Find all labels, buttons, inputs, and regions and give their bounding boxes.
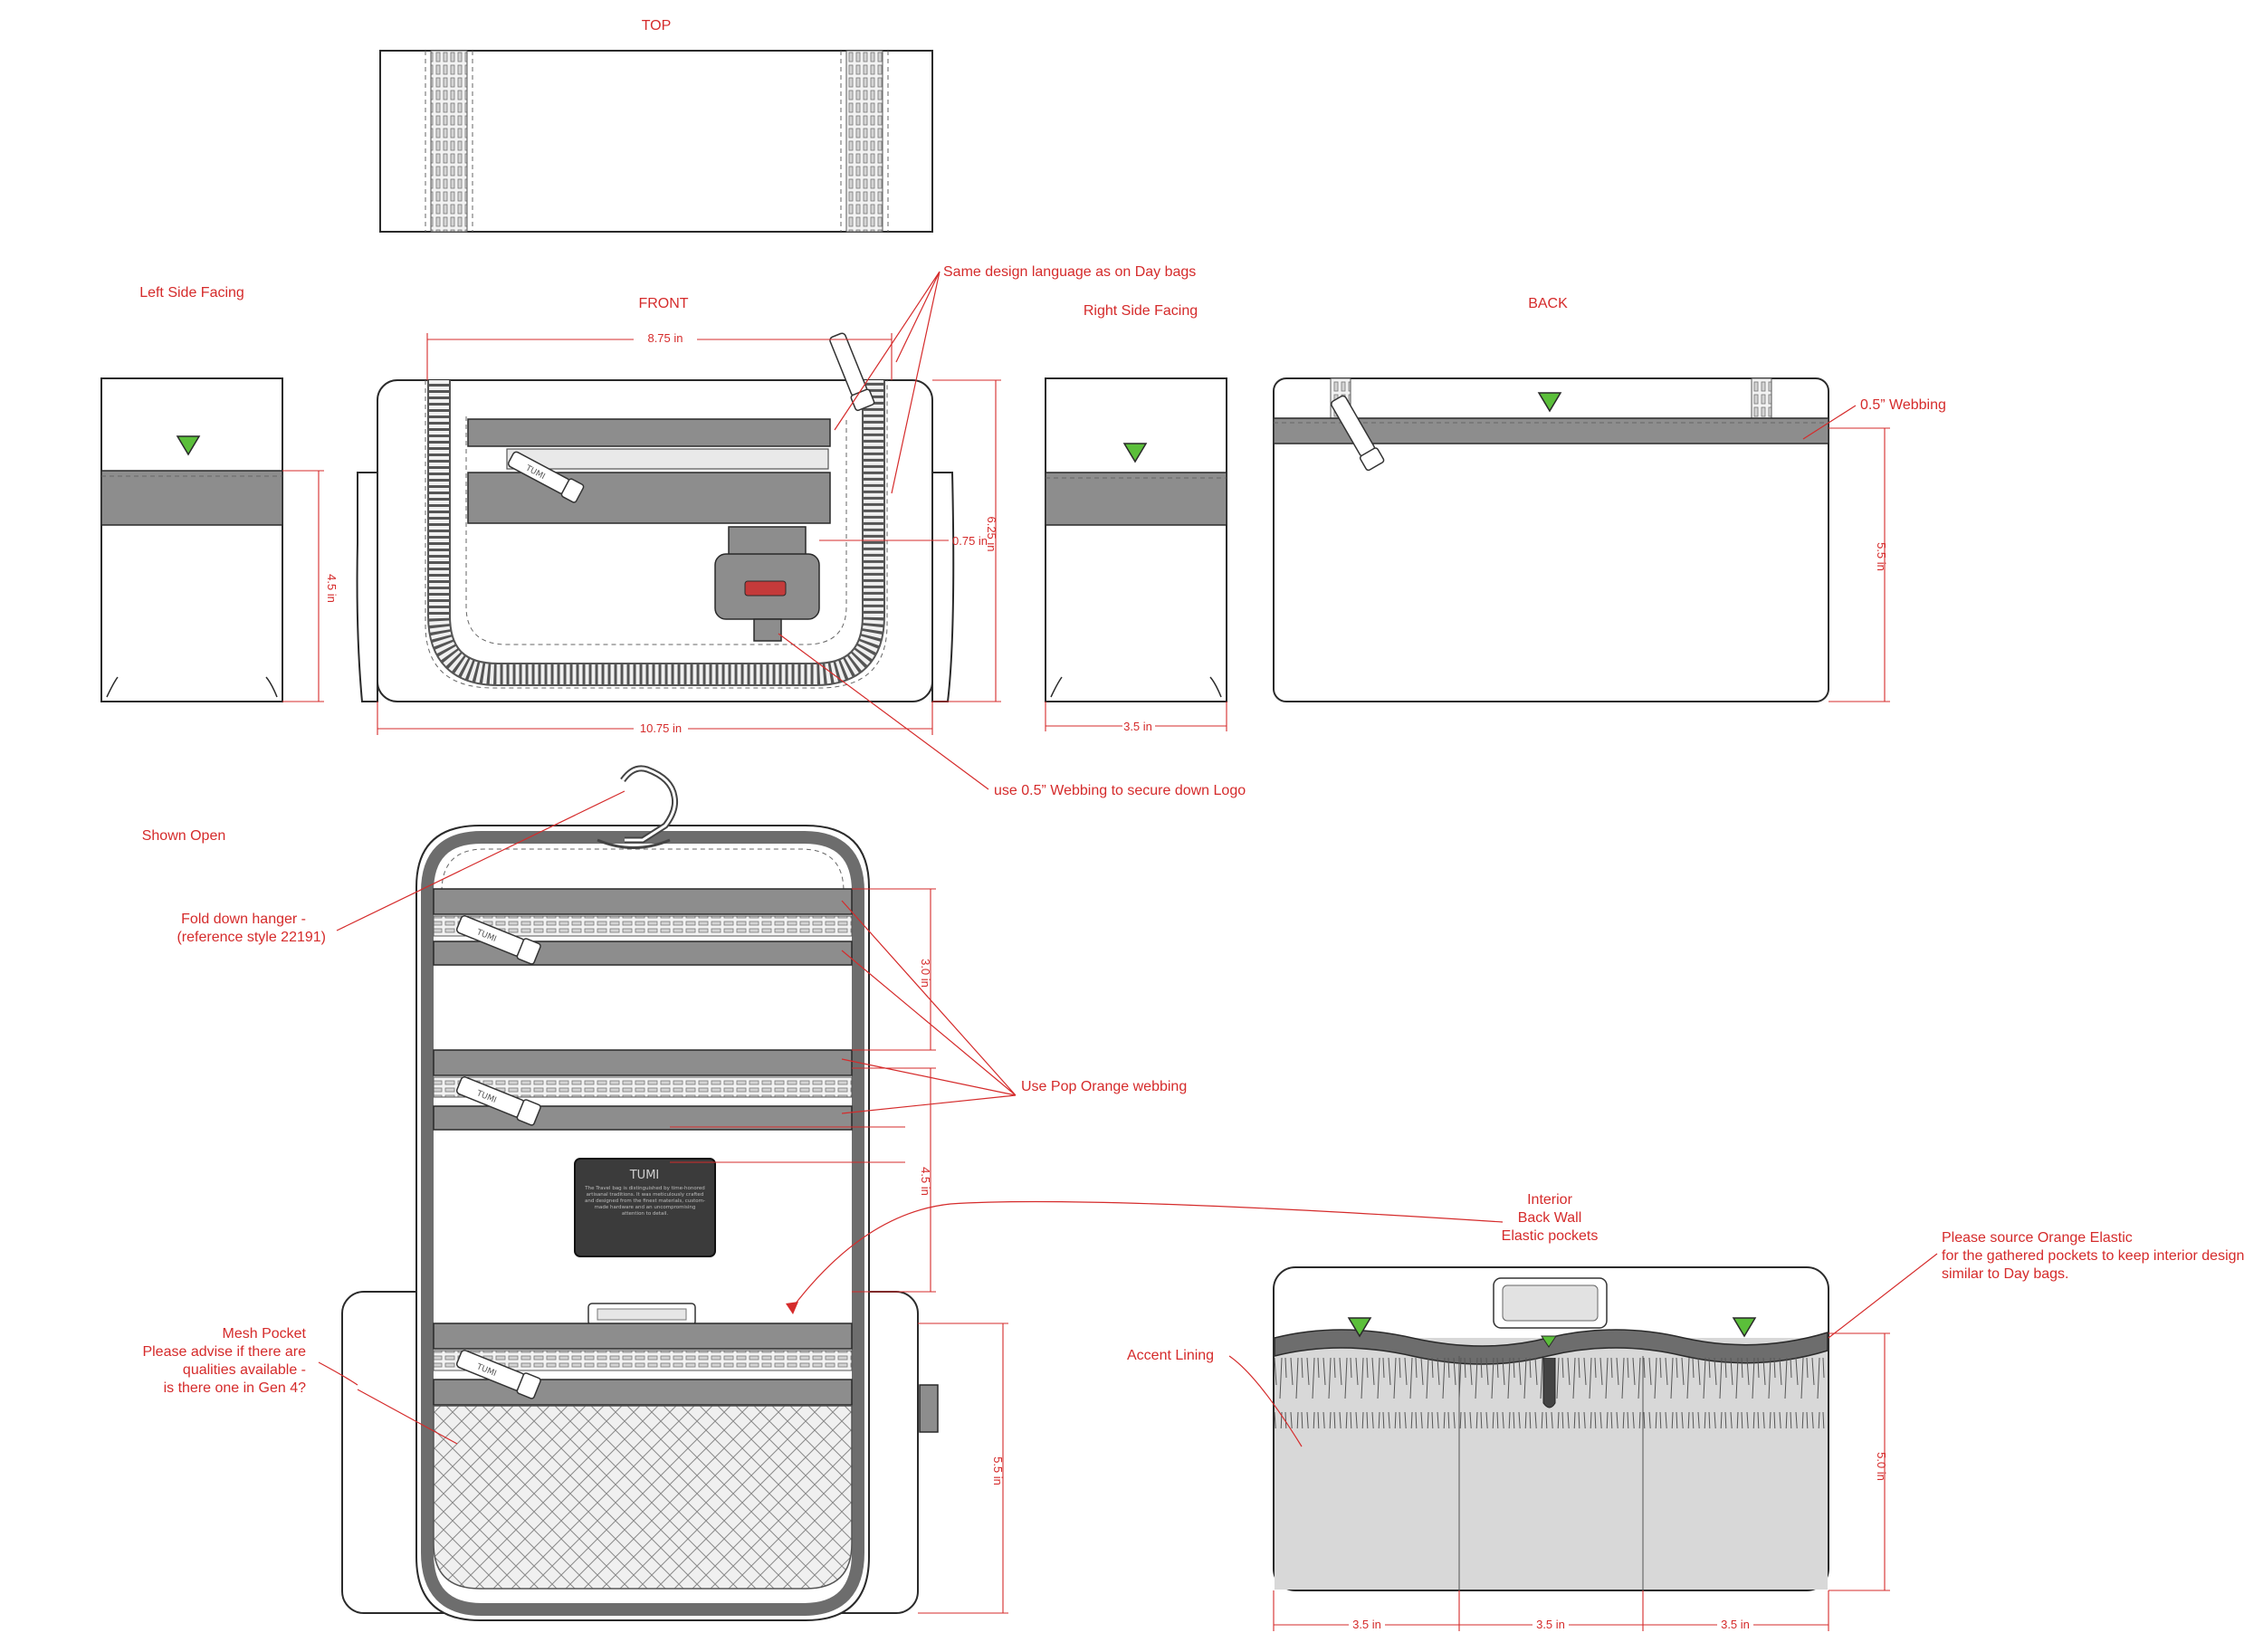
hanger-icon [597, 765, 678, 849]
right-side-view: Right Side Facing 3.5 in [1045, 303, 1227, 733]
callout-design-language: Same design language as on Day bags [943, 264, 1196, 280]
dim-open-lower: 5.5 in [991, 1456, 1005, 1485]
callout-accent-lining: Accent Lining [1127, 1348, 1214, 1363]
back-zipper-pull-icon [1331, 395, 1385, 472]
interior-marker-center-icon [1541, 1335, 1557, 1348]
dim-logo-tab: 0.75 in [952, 534, 988, 548]
callout-interior-3: Elastic pockets [1502, 1228, 1599, 1244]
dim-left-height: 4.5 in [325, 574, 339, 603]
left-side-title: Left Side Facing [139, 285, 244, 301]
callout-orange-3: similar to Day bags. [1942, 1266, 2069, 1282]
open-band-5 [433, 1323, 853, 1350]
dim-interior-w1: 3.5 in [1352, 1618, 1381, 1631]
left-side-body [100, 377, 283, 702]
badge-copy: The Travel bag is distinguished by time-… [585, 1186, 705, 1217]
front-band-1 [467, 418, 831, 447]
open-band-1 [433, 888, 853, 915]
right-side-title: Right Side Facing [1084, 303, 1198, 319]
right-side-body [1045, 377, 1227, 702]
left-side-view: Left Side Facing 4.5 in [100, 285, 339, 702]
open-zipper-pull-2-icon: TUMI [455, 1076, 541, 1126]
left-marker-icon [176, 435, 201, 456]
dim-back-height: 5.5 in [1875, 542, 1888, 571]
dim-right-depth: 3.5 in [1123, 720, 1152, 733]
callout-mesh-2: Please advise if there are [142, 1344, 306, 1360]
dim-front-width: 10.75 in [640, 721, 682, 735]
back-view: BACK 5.5 in [1273, 296, 1890, 702]
dim-front-height: 6.25 in [985, 516, 998, 551]
front-view-title: FRONT [638, 296, 688, 311]
open-zipper-2 [433, 1076, 853, 1098]
open-band-6 [433, 1379, 853, 1406]
right-marker-icon [1122, 443, 1148, 463]
front-view: FRONT TUMI 8 [356, 296, 1001, 736]
front-logo-badge [744, 580, 787, 597]
top-view-title: TOP [642, 18, 672, 33]
open-band-3 [433, 1049, 853, 1076]
interior-view: 5.0 in 3.5 in 3.5 in 3.5 in [1273, 1266, 1890, 1632]
logo-webbing-bottom [753, 618, 782, 642]
callout-hanger-2: (reference style 22191) [177, 930, 326, 945]
open-view: Shown Open TUMI TUMI [142, 765, 1008, 1621]
callout-interior-2: Back Wall [1518, 1210, 1582, 1226]
callout-interior-1: Interior [1527, 1192, 1572, 1208]
front-zipper-inner [506, 448, 829, 470]
dim-interior-w2: 3.5 in [1536, 1618, 1565, 1631]
right-side-webbing [1045, 472, 1227, 526]
callout-orange-2: for the gathered pockets to keep interio… [1942, 1248, 2244, 1264]
front-band-2 [467, 472, 831, 524]
callout-mesh-1: Mesh Pocket [223, 1326, 307, 1342]
left-side-webbing [100, 470, 283, 526]
back-body [1273, 377, 1829, 702]
callout-pop-orange: Use Pop Orange webbing [1021, 1079, 1187, 1094]
dim-interior-height: 5.0 in [1875, 1452, 1888, 1481]
open-view-title: Shown Open [142, 828, 226, 844]
callout-orange-1: Please source Orange Elastic [1942, 1230, 2133, 1246]
callout-mesh-3: qualities available - [183, 1362, 306, 1378]
top-view: TOP [379, 18, 933, 233]
back-view-title: BACK [1528, 296, 1568, 311]
open-zipper-pull-3-icon: TUMI [455, 1350, 541, 1399]
callout-webbing-logo: use 0.5” Webbing to secure down Logo [994, 783, 1246, 798]
top-zipper-left [430, 50, 468, 233]
front-top-zipper-pull-icon [829, 332, 875, 412]
dim-interior-w3: 3.5 in [1721, 1618, 1750, 1631]
interior-marker-right-icon [1732, 1317, 1757, 1338]
mesh-pocket [433, 1405, 853, 1590]
callout-mesh-4: is there one in Gen 4? [164, 1380, 307, 1396]
callout-webbing-back: 0.5” Webbing [1860, 397, 1946, 413]
dim-open-middle: 4.5 in [919, 1167, 932, 1196]
open-brand-badge: TUMI The Travel bag is distinguished by … [574, 1158, 716, 1257]
dim-front-top-width: 8.75 in [647, 331, 683, 345]
back-marker-icon [1537, 392, 1562, 413]
callout-hanger-1: Fold down hanger - [181, 912, 306, 927]
dim-open-upper: 3.0 in [919, 959, 932, 988]
top-zipper-right [845, 50, 883, 233]
front-zipper-pull-icon: TUMI [507, 451, 585, 503]
interior-marker-left-icon [1347, 1317, 1372, 1338]
callouts: Same design language as on Day bags 0.5”… [142, 264, 2244, 1447]
badge-logo: TUMI [629, 1169, 660, 1182]
open-zipper-1 [433, 915, 853, 937]
open-zipper-pull-1-icon: TUMI [455, 915, 541, 965]
open-zipper-3 [433, 1350, 853, 1371]
